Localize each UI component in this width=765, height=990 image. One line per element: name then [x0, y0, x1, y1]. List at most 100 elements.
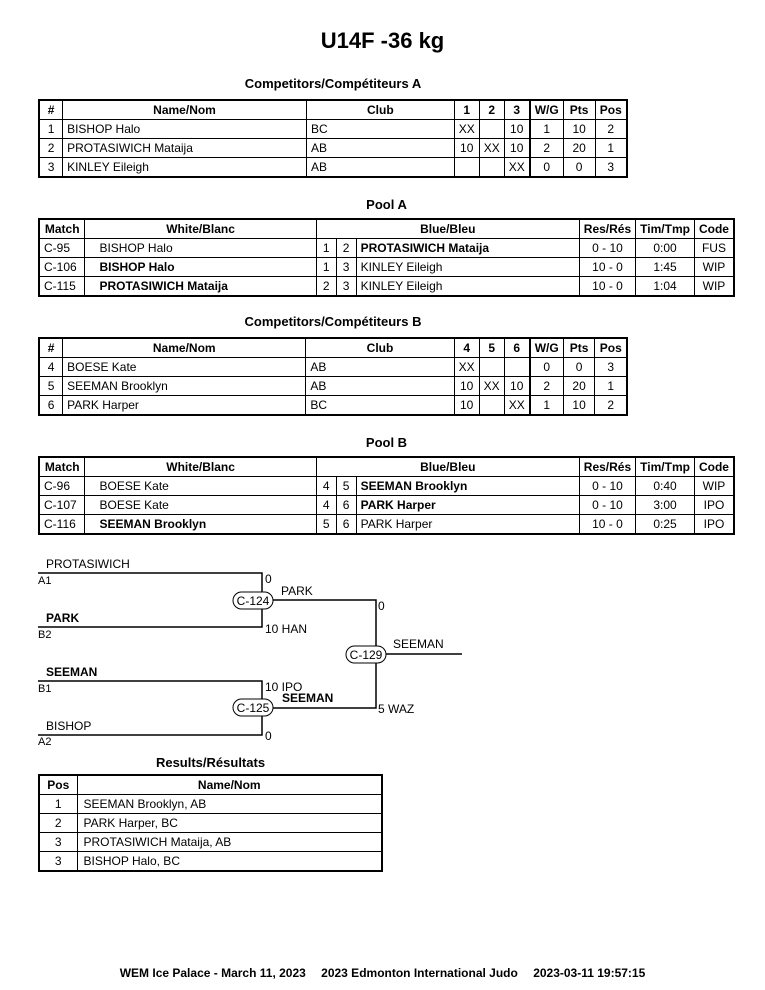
white-cell: PROTASIWICH Mataija — [84, 276, 317, 297]
position-cell: 1 — [594, 138, 628, 158]
results-title: Results/Résultats — [155, 755, 266, 770]
result-cell: 10 - 0 — [578, 276, 637, 297]
table-row: C-107 BOESE Kate 4 6 PARK Harper 0 - 10 … — [38, 495, 735, 515]
footer-venue: WEM Ice Palace - March 11, 2023 — [119, 966, 306, 980]
results-table: Pos Name/Nom 1 SEEMAN Brooklyn, AB 2 PAR… — [38, 774, 383, 872]
match-bubble-c124 — [232, 591, 274, 610]
b1-name: SEEMAN — [46, 665, 97, 679]
name-cell: PROTASIWICH Mataija, AB — [76, 832, 383, 852]
table-header-row: Match White/Blanc Blue/Bleu Res/Rés Tim/… — [38, 456, 735, 477]
match-bubbles: C-124 C-125 C-129 — [232, 591, 387, 717]
footer-timestamp: 2023-03-11 19:57:15 — [533, 966, 646, 980]
time-cell: 0:25 — [635, 514, 695, 535]
score-cell: 10 — [453, 376, 480, 396]
m124-score: 0 — [378, 599, 385, 613]
match-label-c129: C-129 — [350, 648, 383, 662]
blue-cell: KINLEY Eileigh — [355, 257, 580, 277]
table-row: 5 SEEMAN Brooklyn AB 10 XX 10 2 20 1 — [38, 376, 628, 396]
a1-seed: A1 — [38, 575, 51, 587]
result-cell: 0 - 10 — [578, 495, 637, 515]
position-cell: 2 — [38, 813, 78, 833]
b1-seed: B1 — [38, 683, 51, 695]
code-cell: IPO — [693, 495, 735, 515]
col-header: Pos — [38, 774, 78, 795]
club-cell: AB — [305, 157, 455, 178]
table-row: C-106 BISHOP Halo 1 3 KINLEY Eileigh 10 … — [38, 257, 735, 277]
bracket-labels: PROTASIWICH A1 0 PARK B2 10 HAN PARK 0 S… — [38, 557, 444, 748]
table-row: C-95 BISHOP Halo 1 2 PROTASIWICH Mataija… — [38, 238, 735, 258]
competitors-a-table: # Name/Nom Club 1 2 3 W/G Pts Pos 1 BISH… — [38, 99, 628, 178]
table-header-row: Pos Name/Nom — [38, 774, 383, 795]
table-row: 6 PARK Harper BC 10 XX 1 10 2 — [38, 395, 628, 416]
a1-name: PROTASIWICH — [46, 557, 130, 571]
b2-score: 10 HAN — [265, 622, 307, 636]
code-cell: FUS — [693, 238, 735, 258]
m125-winner: SEEMAN — [282, 691, 333, 705]
pool-b-table: Match White/Blanc Blue/Bleu Res/Rés Tim/… — [38, 456, 735, 535]
pool-a-title: Pool A — [366, 197, 407, 212]
a2-name: BISHOP — [46, 719, 91, 733]
col-header: Match — [38, 456, 86, 477]
result-cell: 10 - 0 — [578, 257, 637, 277]
name-cell: BISHOP Halo, BC — [76, 851, 383, 872]
white-seed-cell: 4 — [315, 495, 337, 515]
b1-score: 10 IPO — [265, 680, 302, 694]
col-header: Tim/Tmp — [635, 456, 695, 477]
table-row: C-116 SEEMAN Brooklyn 5 6 PARK Harper 10… — [38, 514, 735, 535]
competitors-b-title: Competitors/Compétiteurs B — [244, 314, 422, 329]
position-cell: 1 — [594, 376, 628, 396]
match-bubble-c129 — [345, 645, 387, 664]
table-row: 2 PARK Harper, BC — [38, 813, 383, 833]
match-cell: C-116 — [38, 514, 86, 535]
white-cell: BISHOP Halo — [84, 257, 317, 277]
blue-cell: PARK Harper — [355, 514, 580, 535]
code-cell: WIP — [693, 276, 735, 297]
b2-seed: B2 — [38, 629, 51, 641]
white-cell: BOESE Kate — [84, 495, 317, 515]
club-cell: AB — [305, 376, 455, 396]
score-cell — [478, 395, 505, 416]
b2-name: PARK — [46, 611, 79, 625]
points-cell: 20 — [562, 376, 596, 396]
score-cell: 10 — [453, 395, 480, 416]
m124-winner: PARK — [281, 584, 313, 598]
table-header-row: # Name/Nom Club 4 5 6 W/G Pts Pos — [38, 337, 628, 358]
name-cell: PARK Harper, BC — [76, 813, 383, 833]
bracket-diagram: PROTASIWICH A1 0 PARK B2 10 HAN PARK 0 S… — [38, 557, 462, 748]
competitors-a-title: Competitors/Compétiteurs A — [244, 76, 422, 91]
table-header-row: Match White/Blanc Blue/Bleu Res/Rés Tim/… — [38, 218, 735, 239]
white-cell: BISHOP Halo — [84, 238, 317, 258]
match-cell: C-107 — [38, 495, 86, 515]
match-label-c124: C-124 — [237, 594, 270, 608]
pool-b-title: Pool B — [365, 435, 408, 450]
a1-score: 0 — [265, 572, 272, 586]
code-cell: WIP — [693, 257, 735, 277]
time-cell: 1:04 — [635, 276, 695, 297]
code-cell: IPO — [693, 514, 735, 535]
result-cell: 0 - 10 — [578, 238, 637, 258]
m129-winner: SEEMAN — [393, 637, 444, 651]
col-header: Name/Nom — [76, 774, 383, 795]
time-cell: 1:45 — [635, 257, 695, 277]
time-cell: 0:00 — [635, 238, 695, 258]
position-cell: 3 — [38, 851, 78, 872]
position-cell: 3 — [594, 157, 628, 178]
col-header: White/Blanc — [84, 218, 317, 239]
time-cell: 3:00 — [635, 495, 695, 515]
blue-cell: PARK Harper — [355, 495, 580, 515]
position-cell: 3 — [38, 832, 78, 852]
col-header: 5 — [478, 337, 505, 358]
match-label-c125: C-125 — [237, 701, 270, 715]
footer-event: 2023 Edmonton International Judo — [321, 966, 518, 980]
table-row: C-96 BOESE Kate 4 5 SEEMAN Brooklyn 0 - … — [38, 476, 735, 496]
code-cell: WIP — [693, 476, 735, 496]
col-header: Pts — [562, 99, 596, 120]
a2-score: 0 — [265, 729, 272, 743]
table-row: 2 PROTASIWICH Mataija AB 10 XX 10 2 20 1 — [38, 138, 628, 158]
competitors-b-table: # Name/Nom Club 4 5 6 W/G Pts Pos 4 BOES… — [38, 337, 628, 416]
col-header: Pos — [594, 337, 628, 358]
table-row: C-115 PROTASIWICH Mataija 2 3 KINLEY Eil… — [38, 276, 735, 297]
a2-seed: A2 — [38, 736, 51, 748]
name-cell: SEEMAN Brooklyn, AB — [76, 794, 383, 814]
score-cell: XX — [478, 138, 505, 158]
